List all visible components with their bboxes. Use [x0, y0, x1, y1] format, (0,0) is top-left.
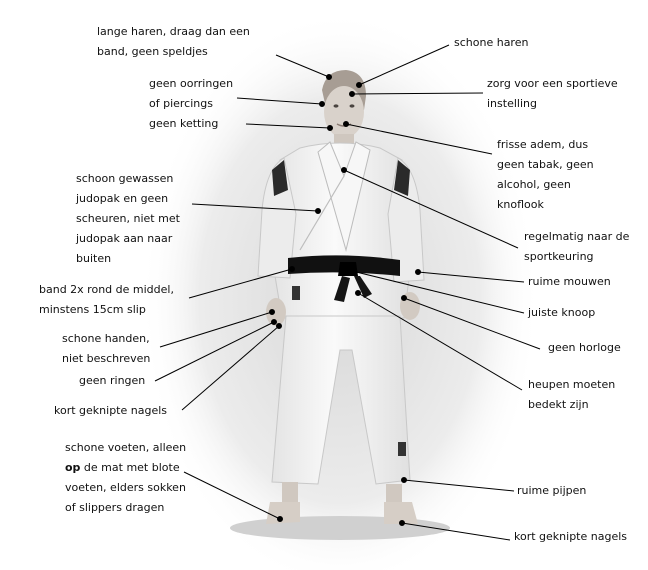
left-foot [266, 502, 300, 524]
face [324, 86, 364, 138]
label-wide-trousers: ruime pijpen [517, 484, 587, 497]
label-sports-checkup: regelmatig naar de sportkeuring [524, 230, 630, 263]
label-no-earrings: geen oorringen of piercings [149, 77, 234, 110]
label-no-rings: geen ringen [79, 374, 146, 387]
label-correct-knot: juiste knoop [528, 306, 596, 319]
label-clean-feet: schone voeten, alleen op de mat met blot… [65, 441, 187, 514]
label-short-nails-feet: kort geknipte nagels [514, 530, 627, 543]
label-sporty-attitude: zorg voor een sportieve instelling [487, 77, 618, 110]
label-clean-hands: schone handen, niet beschreven [62, 332, 151, 365]
right-ankle [386, 484, 402, 504]
label-hips-covered: heupen moeten bedekt zijn [528, 378, 616, 411]
left-ankle [282, 482, 298, 504]
label-clean-hair: schone haren [454, 36, 529, 49]
label-wide-sleeves: ruime mouwen [528, 275, 611, 288]
label-belt: band 2x rond de middel, minstens 15cm sl… [39, 283, 174, 316]
left-hand [266, 298, 286, 326]
label-fresh-breath: frisse adem, dus geen tabak, geen alcoho… [497, 138, 594, 211]
label-short-nails-hands: kort geknipte nagels [54, 404, 167, 417]
label-no-watch: geen horloge [548, 341, 621, 354]
right-foot [384, 502, 418, 524]
label-clean-judogi: schoon gewassen judopak en geen scheuren… [76, 172, 180, 265]
label-long-hair: lange haren, draag dan een band, geen sp… [97, 25, 250, 58]
label-no-necklace: geen ketting [149, 117, 219, 130]
